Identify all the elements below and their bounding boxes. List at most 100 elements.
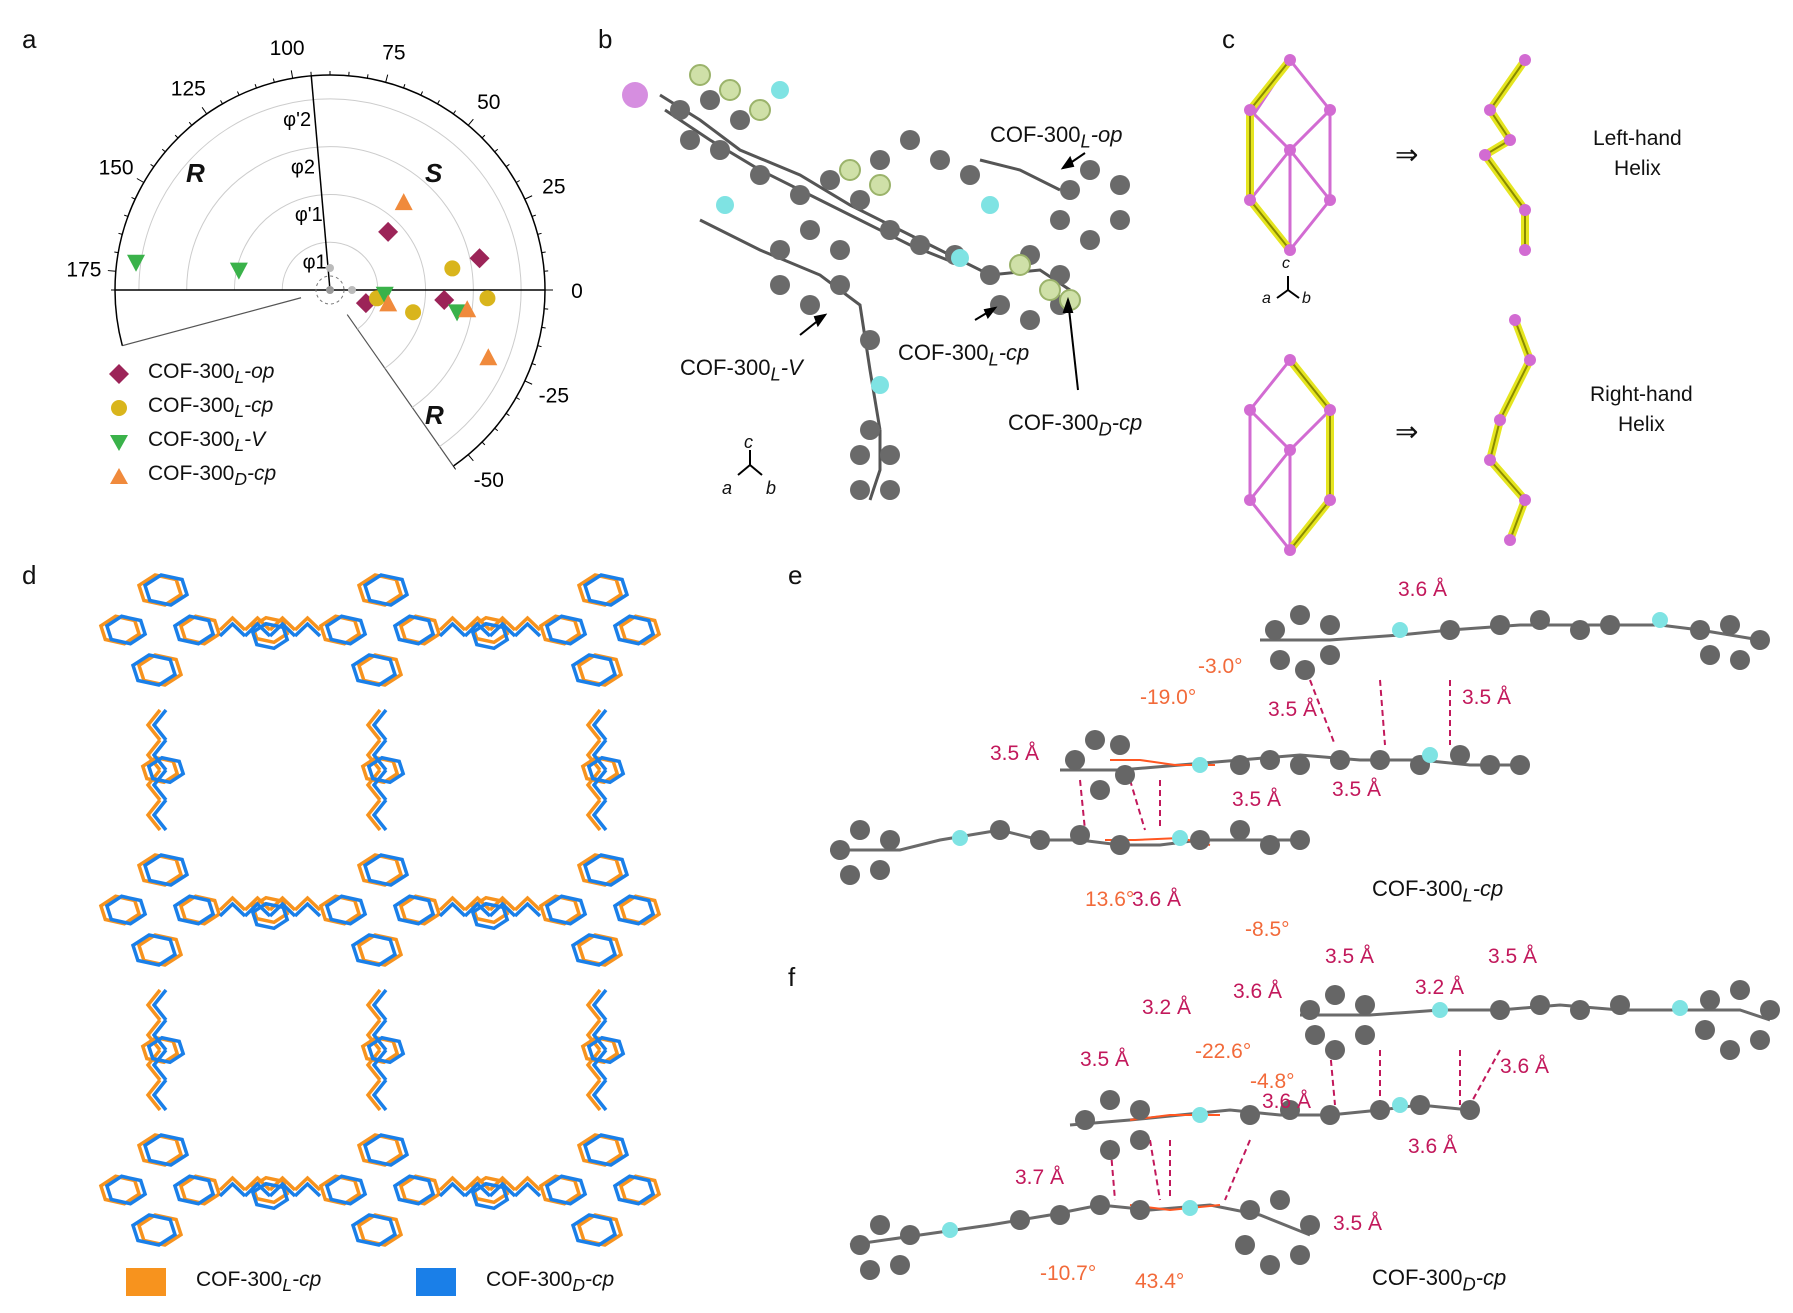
polar-tick — [467, 454, 474, 462]
framework-ring — [324, 614, 368, 646]
polar-tick-label: 125 — [171, 78, 206, 101]
framework-link — [218, 615, 247, 632]
framework-link — [218, 621, 247, 638]
distance-label: 3.5 Å — [1268, 698, 1318, 721]
framework-link — [591, 1078, 608, 1112]
framework-ring — [582, 1133, 630, 1167]
framework-link — [438, 615, 467, 632]
legend-item: COF-300L-V — [108, 428, 265, 456]
polar-tick-label: 50 — [477, 91, 500, 114]
data-point-triangle-down — [448, 304, 467, 322]
legend-marker — [110, 468, 128, 485]
framework-ring — [104, 1174, 148, 1206]
right-hand-helix-label: Right-hand Helix — [1590, 383, 1693, 436]
axis-c-a: a — [1262, 290, 1271, 307]
framework-link — [365, 738, 382, 772]
polar-tick — [494, 427, 499, 432]
framework-ring — [582, 573, 630, 607]
framework-link — [463, 621, 492, 638]
polar-data-points — [127, 193, 498, 366]
framework-ring — [570, 653, 618, 687]
framework-link — [145, 988, 162, 1022]
angle-label: -10.7° — [1040, 1262, 1097, 1285]
framework-ring — [136, 653, 184, 687]
polar-radial-label: φ'2 — [283, 109, 311, 131]
polar-tick — [161, 148, 166, 153]
polar-wedge-edge — [122, 297, 302, 347]
polar-tick — [467, 118, 474, 126]
framework-ring — [172, 894, 216, 926]
polar-tick-label: 25 — [542, 176, 565, 199]
framework-ring — [576, 1213, 624, 1247]
framework-link — [371, 1048, 388, 1082]
framework-link — [145, 708, 162, 742]
distance-label: 3.5 Å — [1080, 1048, 1130, 1071]
framework-ring — [470, 1181, 510, 1211]
framework-ring — [172, 614, 216, 646]
polar-axis-95 — [310, 75, 331, 291]
framework-link — [151, 708, 168, 742]
framework-link — [513, 615, 542, 632]
label-cof300L-op: COF-300L-op — [990, 122, 1123, 152]
polar-grid-circle — [233, 193, 426, 369]
framework-link — [151, 738, 168, 772]
framework-ring — [576, 933, 624, 967]
framework-link — [151, 1018, 168, 1052]
framework-link — [513, 621, 542, 638]
framework-ring — [398, 894, 442, 926]
axis-b-b: b — [766, 478, 777, 498]
polar-tick-label: 0 — [571, 280, 583, 303]
framework-ring — [398, 1174, 442, 1206]
framework-link — [218, 1181, 247, 1198]
framework-ring — [586, 755, 626, 785]
legend-item: COF-300D-cp — [416, 1268, 614, 1297]
arrow-left-hand: ⇒ — [1395, 139, 1419, 170]
axis-c-c: c — [1282, 255, 1290, 272]
framework-link — [293, 895, 322, 912]
framework-link — [513, 1181, 542, 1198]
framework-link — [145, 768, 162, 802]
framework-link — [243, 1181, 272, 1198]
polar-tick — [366, 74, 369, 79]
framework-link — [268, 621, 297, 638]
distance-label: 3.2 Å — [1142, 996, 1192, 1019]
framework-link — [371, 768, 388, 802]
polar-tick — [174, 134, 179, 139]
framework-link — [218, 901, 247, 918]
framework-ring — [570, 933, 618, 967]
panel-d-label: d — [22, 560, 37, 590]
framework-link — [371, 738, 388, 772]
polar-tick — [272, 78, 275, 83]
polar-tick — [541, 251, 546, 254]
framework-link — [585, 708, 602, 742]
framework-ring — [576, 653, 624, 687]
framework-ring — [544, 614, 588, 646]
framework-link — [513, 895, 542, 912]
framework-link — [243, 901, 272, 918]
legend-label: COF-300L-V — [148, 428, 266, 456]
framework-link — [585, 1018, 602, 1052]
data-point-triangle-down — [229, 262, 248, 280]
polar-tick — [505, 412, 510, 417]
framework-ring — [130, 1213, 178, 1247]
distance-label: 3.6 Å — [1408, 1135, 1458, 1158]
framework-ring — [104, 614, 148, 646]
framework-link — [488, 621, 517, 638]
framework-ring — [146, 1035, 186, 1065]
framework-link — [585, 1048, 602, 1082]
framework-link — [243, 1175, 272, 1192]
polar-tick — [437, 100, 440, 105]
angle-label: -22.6° — [1195, 1040, 1252, 1063]
polar-tick-label: -25 — [539, 384, 569, 407]
polar-tick-label: 75 — [382, 41, 405, 64]
framework-link — [513, 901, 542, 918]
framework-link — [365, 798, 382, 832]
polar-tick — [420, 91, 424, 96]
framework-ring — [362, 853, 410, 887]
framework-link — [293, 615, 322, 632]
distance-label: 3.5 Å — [1488, 945, 1538, 968]
framework-ring — [350, 933, 398, 967]
polar-outer-arc — [114, 74, 546, 467]
